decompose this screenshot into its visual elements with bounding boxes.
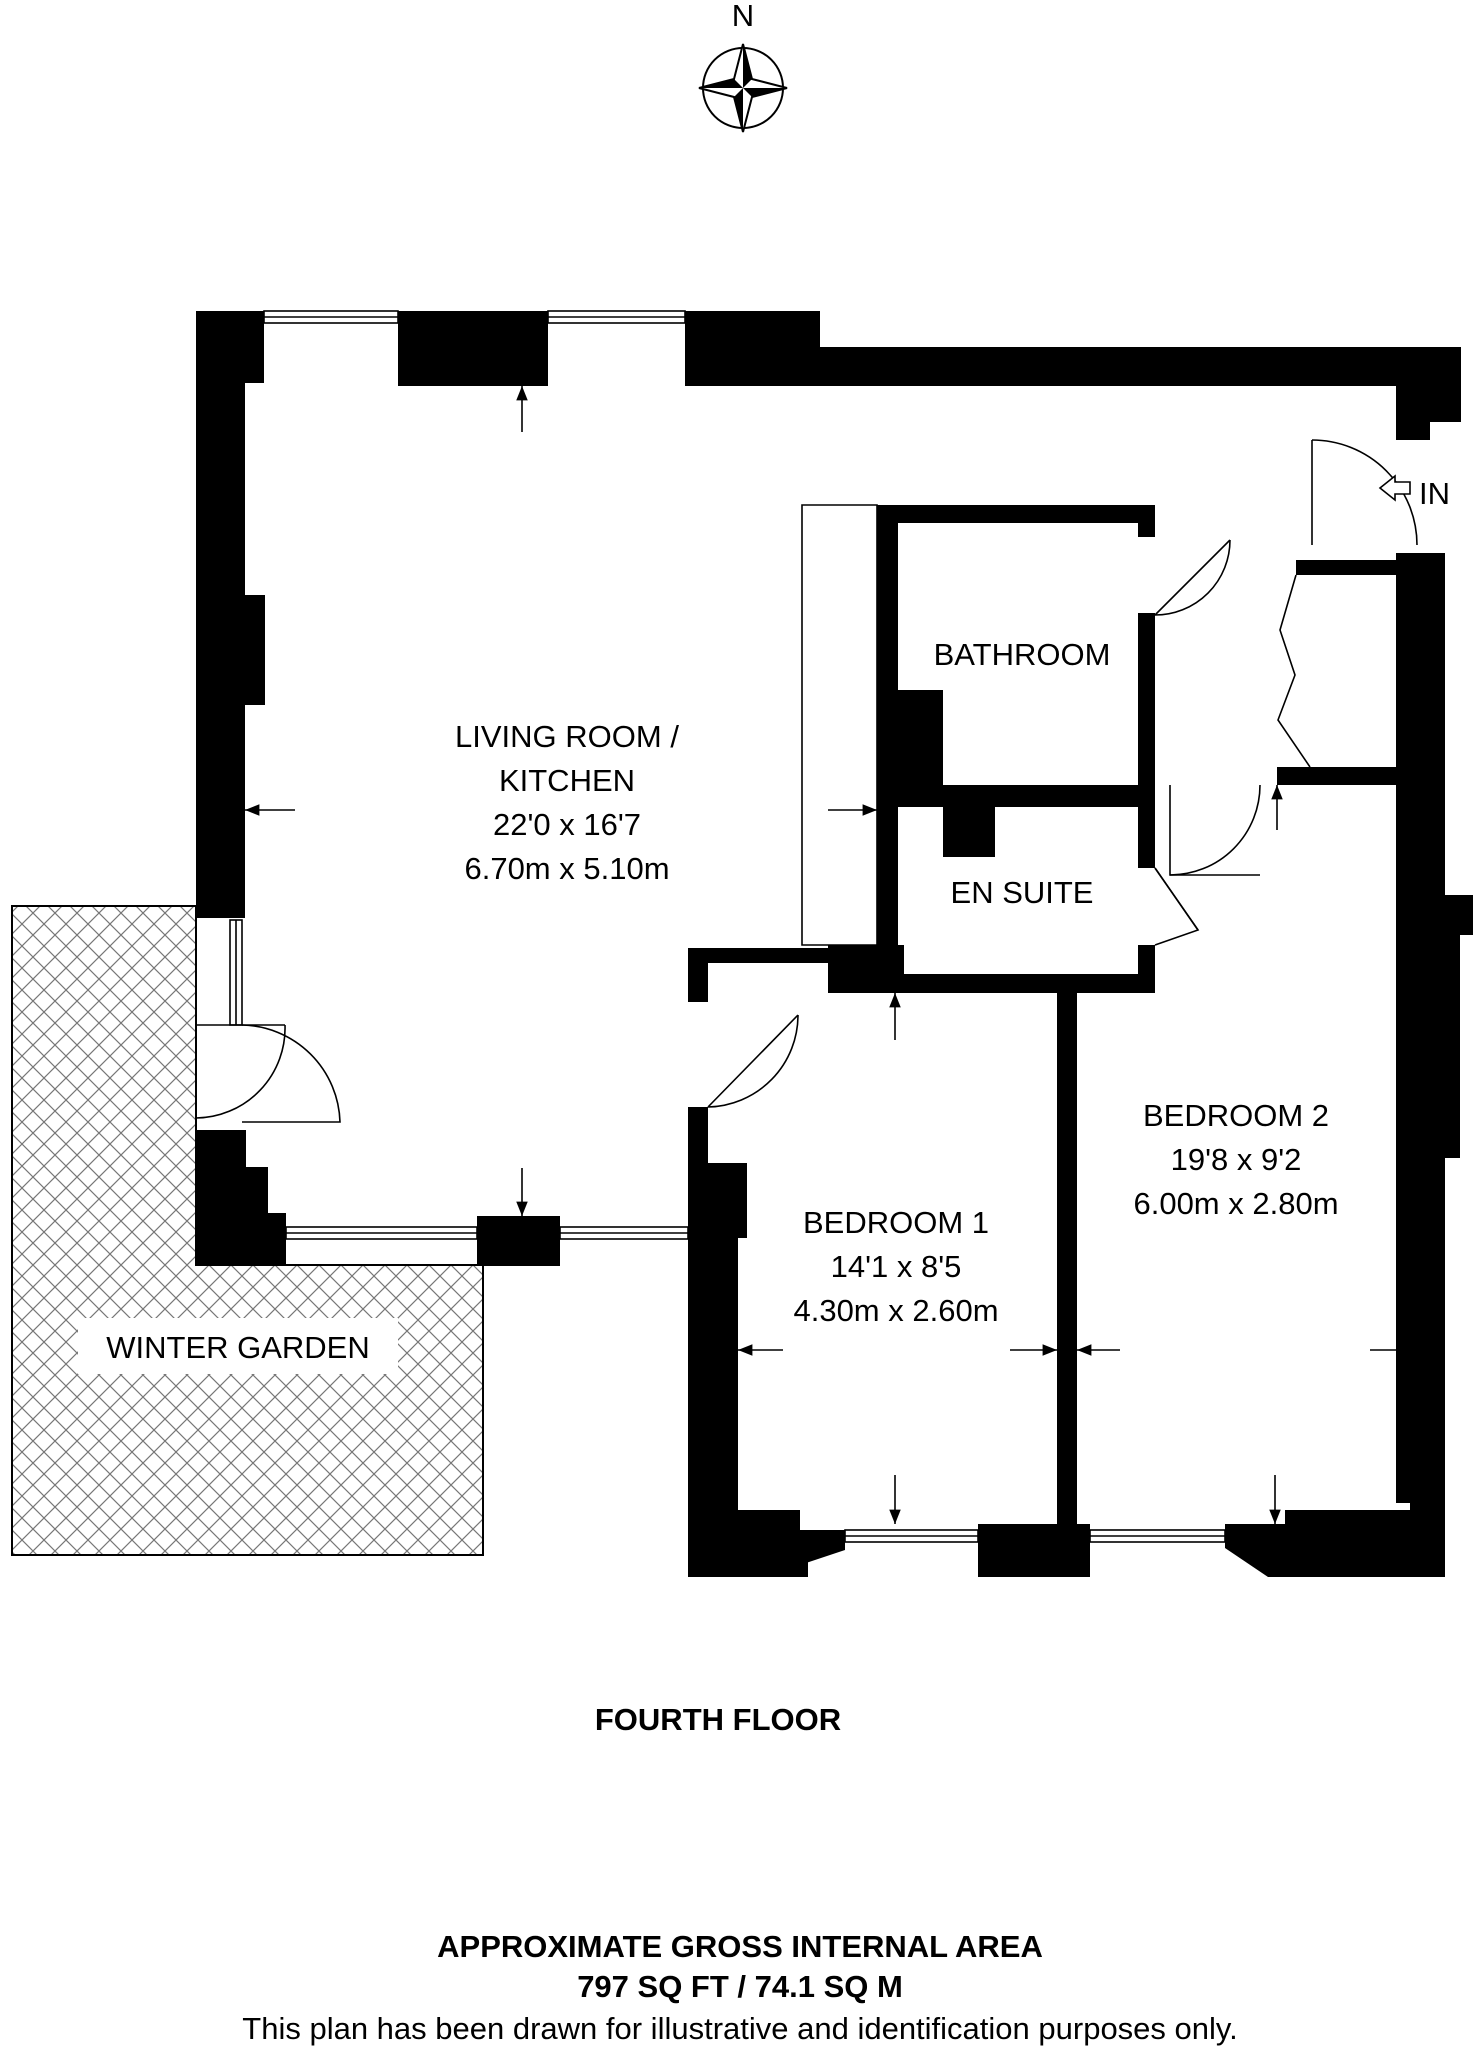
- walls: [196, 311, 1473, 1577]
- winter-garden-label: WINTER GARDEN: [106, 1330, 370, 1365]
- bedroom-1-name: BEDROOM 1: [803, 1205, 989, 1240]
- bathroom-label: BATHROOM: [934, 637, 1111, 672]
- area-value: 797 SQ FT / 74.1 SQ M: [577, 1969, 903, 2004]
- compass-north-label: N: [732, 0, 754, 33]
- bedroom-1-label: BEDROOM 1 14'1 x 8'5 4.30m x 2.60m: [793, 1205, 998, 1328]
- bedroom-2-metric: 6.00m x 2.80m: [1133, 1186, 1338, 1221]
- living-room-label: LIVING ROOM / KITCHEN 22'0 x 16'7 6.70m …: [455, 719, 679, 886]
- floor-title: FOURTH FLOOR: [595, 1702, 841, 1737]
- bedroom-1-metric: 4.30m x 2.60m: [793, 1293, 998, 1328]
- dimension-arrows: [244, 386, 1425, 1524]
- entrance-label: IN: [1419, 476, 1450, 511]
- living-room-name-line1: LIVING ROOM /: [455, 719, 679, 754]
- bedroom-2-imperial: 19'8 x 9'2: [1171, 1142, 1302, 1177]
- living-room-name-line2: KITCHEN: [499, 763, 635, 798]
- entrance-arrow-icon: [1378, 474, 1411, 502]
- compass-rose-icon: [698, 43, 788, 133]
- living-room-metric: 6.70m x 5.10m: [464, 851, 669, 886]
- living-room-imperial: 22'0 x 16'7: [493, 807, 641, 842]
- disclaimer: This plan has been drawn for illustrativ…: [242, 2011, 1237, 2046]
- bedroom-2-label: BEDROOM 2 19'8 x 9'2 6.00m x 2.80m: [1133, 1098, 1338, 1221]
- doors: [195, 439, 1418, 1123]
- bedroom-1-imperial: 14'1 x 8'5: [831, 1249, 962, 1284]
- bedroom-2-name: BEDROOM 2: [1143, 1098, 1329, 1133]
- area-heading: APPROXIMATE GROSS INTERNAL AREA: [437, 1929, 1043, 1964]
- en-suite-label: EN SUITE: [951, 875, 1094, 910]
